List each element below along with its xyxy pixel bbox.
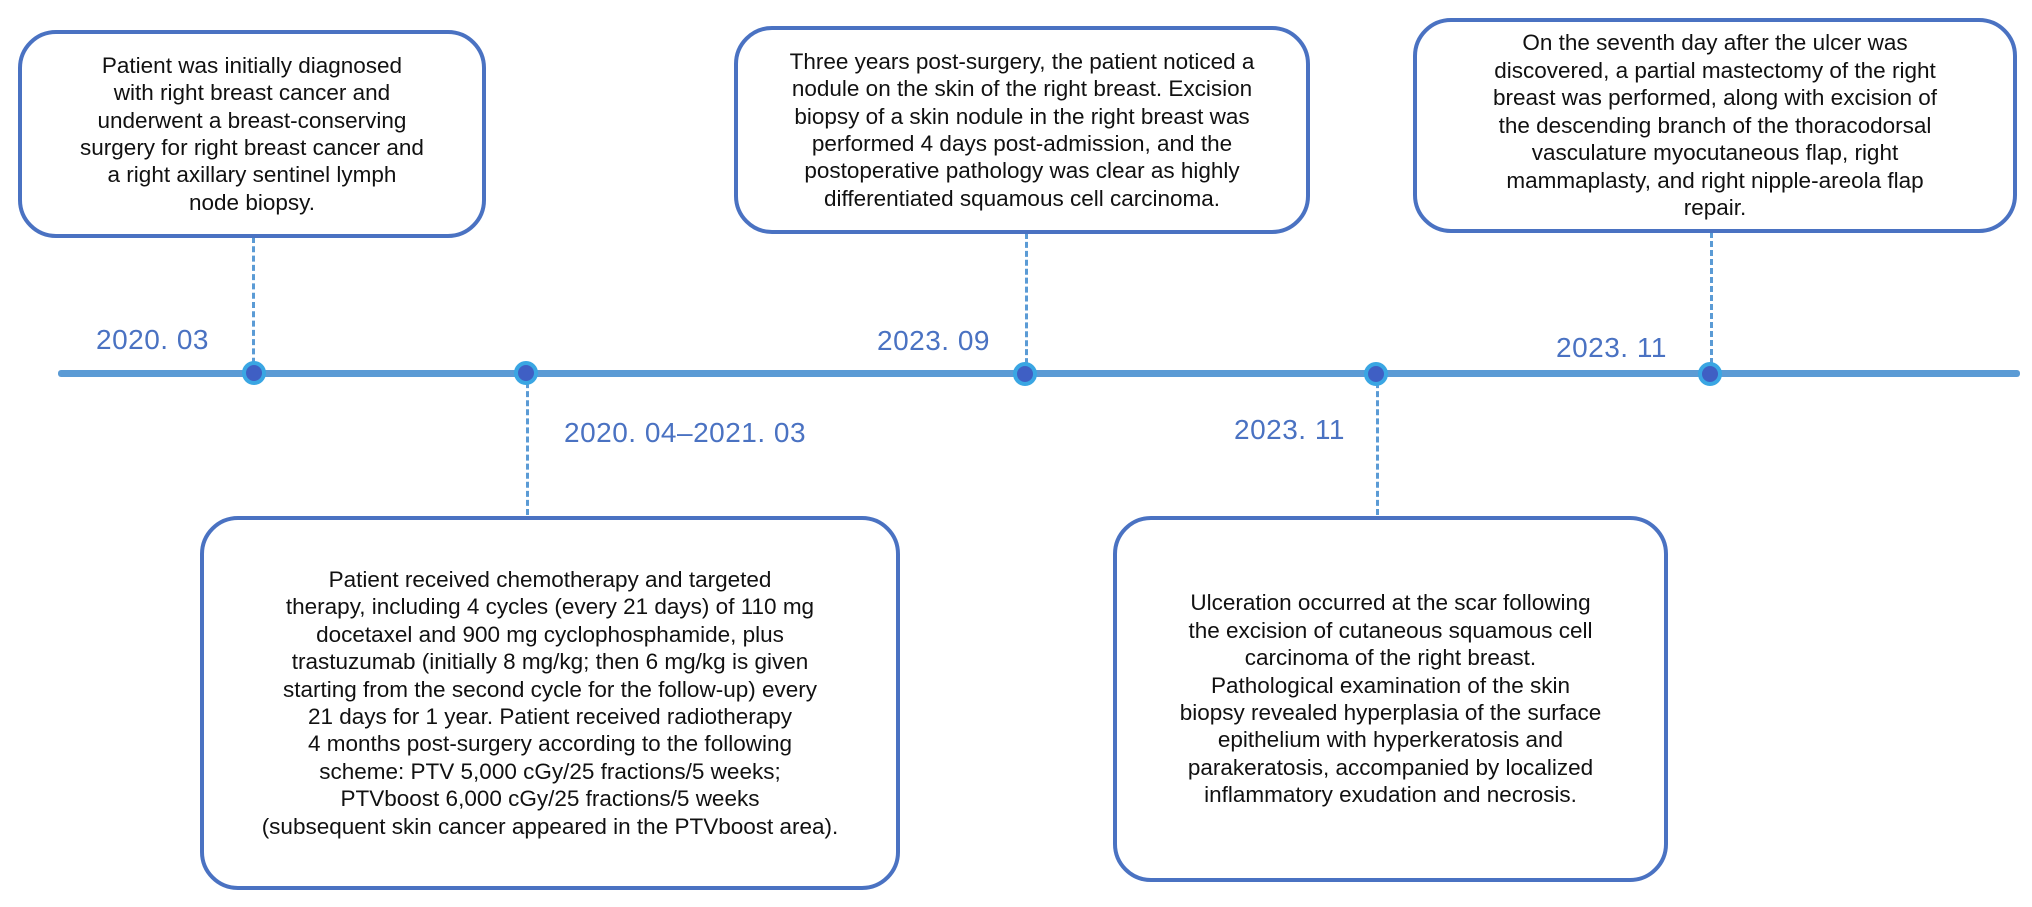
- timeline-marker: [1364, 362, 1388, 386]
- event-date: 2023. 11: [1234, 414, 1345, 445]
- connector-line: [1710, 232, 1713, 373]
- event-description: Three years post-surgery, the patient no…: [789, 48, 1255, 211]
- connector-line: [1376, 373, 1379, 515]
- event-description: On the seventh day after the ulcer was d…: [1493, 30, 1937, 221]
- timeline-marker: [242, 361, 266, 385]
- event-box: On the seventh day after the ulcer was d…: [1413, 18, 2017, 233]
- event-description: Patient received chemotherapy and target…: [261, 566, 839, 839]
- timeline-marker: [1698, 362, 1722, 386]
- event-box: Patient received chemotherapy and target…: [200, 516, 900, 890]
- timeline-marker: [514, 361, 538, 385]
- connector-line: [526, 373, 529, 515]
- connector-line: [1025, 233, 1028, 373]
- event-date: 2023. 11: [1556, 332, 1667, 363]
- event-box: Patient was initially diagnosed with rig…: [18, 30, 486, 238]
- event-description: Patient was initially diagnosed with rig…: [80, 52, 424, 215]
- event-description: Ulceration occurred at the scar followin…: [1179, 590, 1602, 808]
- timeline-axis: [58, 370, 2020, 377]
- event-box: Three years post-surgery, the patient no…: [734, 26, 1310, 234]
- event-date: 2020. 04–2021. 03: [564, 417, 807, 448]
- event-date: 2023. 09: [877, 325, 990, 356]
- connector-line: [252, 237, 255, 373]
- event-box: Ulceration occurred at the scar followin…: [1113, 516, 1668, 882]
- event-date: 2020. 03: [96, 324, 209, 355]
- timeline-marker: [1013, 362, 1037, 386]
